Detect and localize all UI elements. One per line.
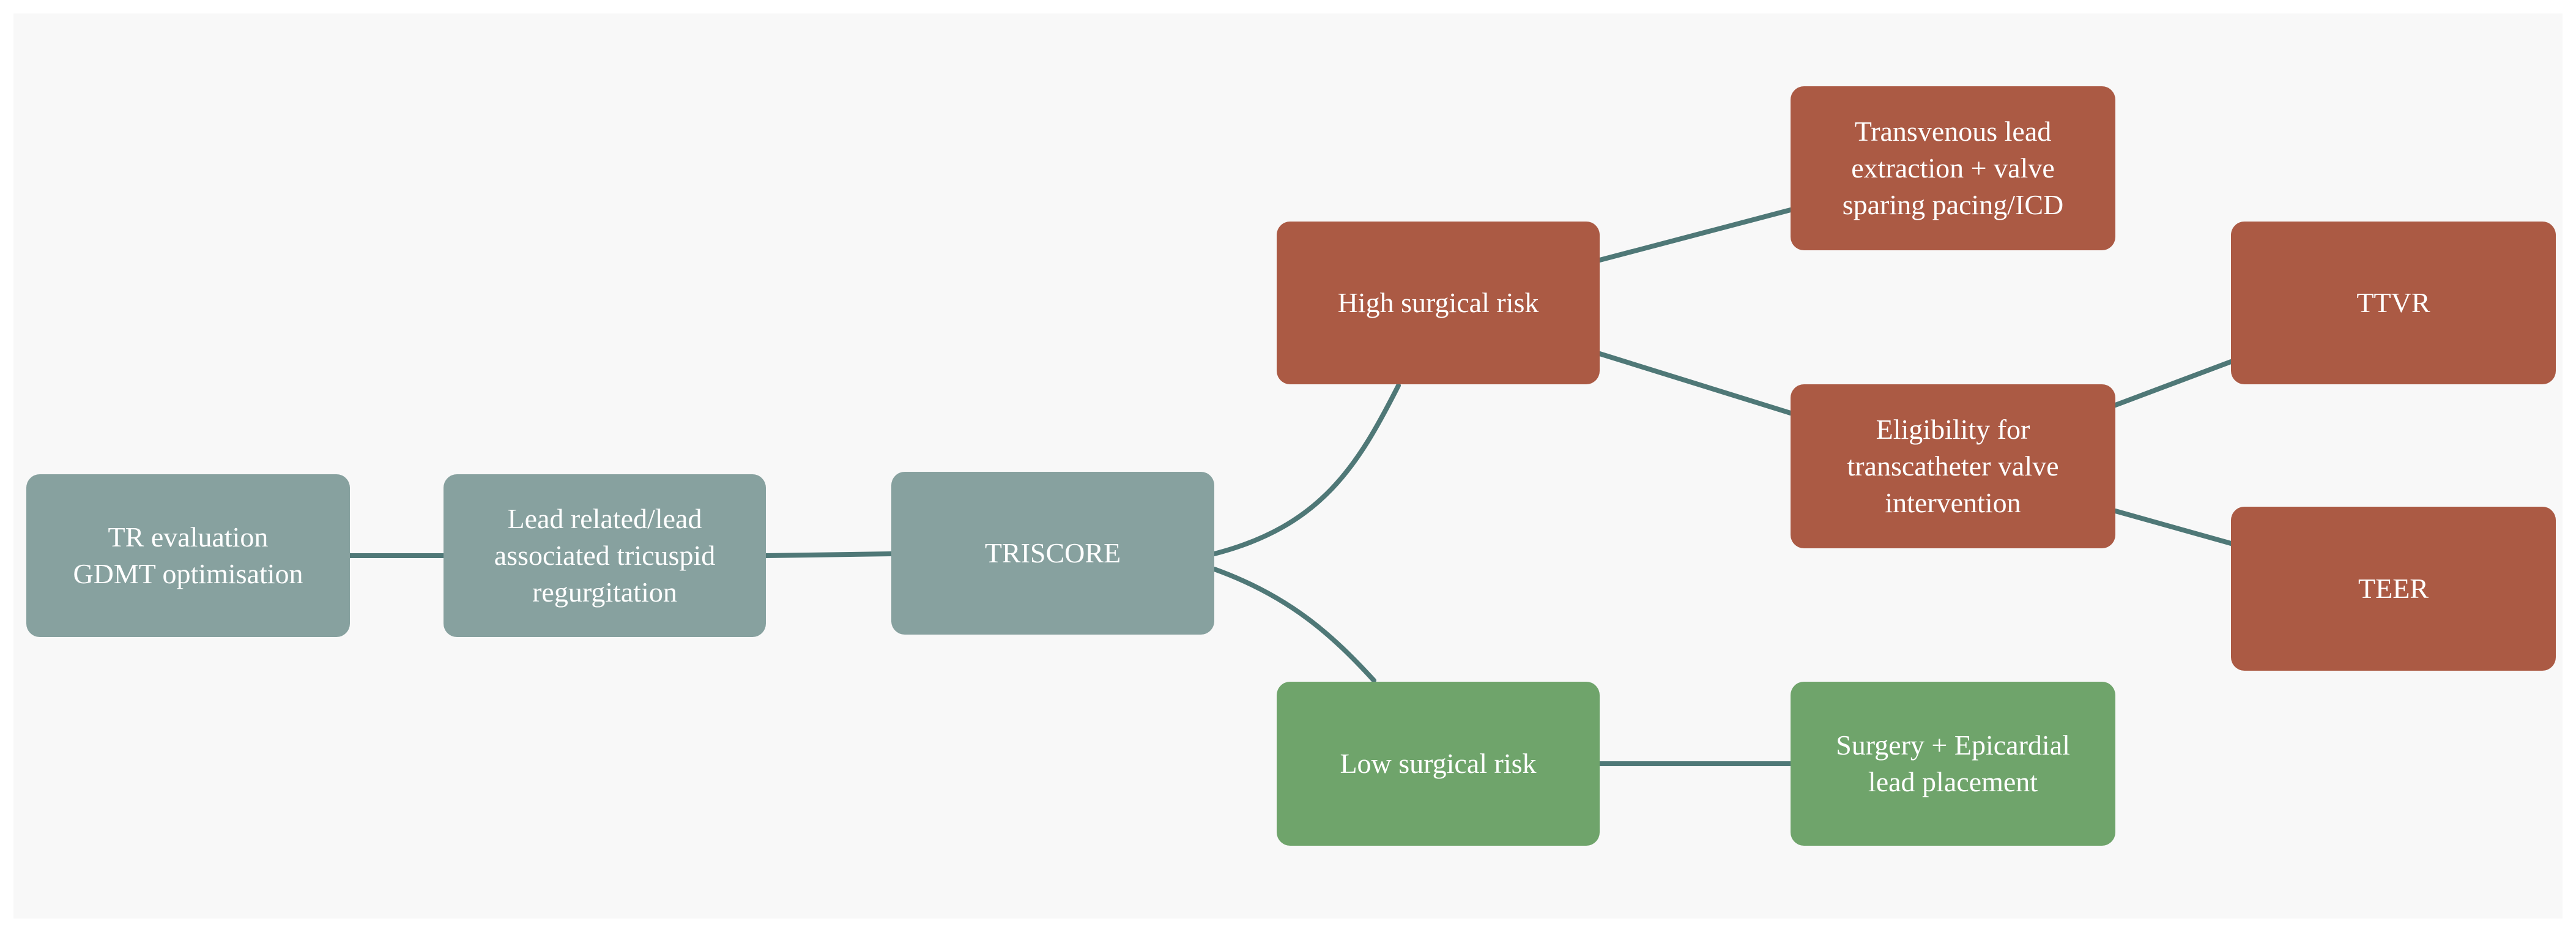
edge-high-risk-to-tle bbox=[1597, 207, 1793, 263]
edge-eligibility-to-teer bbox=[2113, 509, 2233, 546]
edge-lead-related-to-triscore bbox=[763, 551, 894, 558]
node-triscore: TRISCORE bbox=[891, 472, 1214, 635]
edge-eligibility-to-ttvr bbox=[2113, 359, 2233, 408]
edge-high-risk-to-eligibility bbox=[1597, 351, 1793, 416]
node-transvenous-lead-extraction: Transvenous lead extraction + valve spar… bbox=[1791, 86, 2115, 250]
node-low-surgical-risk: Low surgical risk bbox=[1277, 682, 1600, 846]
node-ttvr: TTVR bbox=[2231, 222, 2556, 384]
edge-triscore-to-low-risk bbox=[1212, 567, 1376, 683]
node-eligibility-transcatheter: Eligibility for transcatheter valve inte… bbox=[1791, 384, 2115, 548]
node-teer: TEER bbox=[2231, 507, 2556, 671]
node-high-surgical-risk: High surgical risk bbox=[1277, 222, 1600, 384]
edge-triscore-to-high-risk bbox=[1212, 383, 1401, 556]
node-tr-evaluation: TR evaluation GDMT optimisation bbox=[26, 474, 350, 637]
node-lead-related-tr: Lead related/lead associated tricuspid r… bbox=[444, 474, 766, 637]
node-surgery-epicardial: Surgery + Epicardial lead placement bbox=[1791, 682, 2115, 846]
